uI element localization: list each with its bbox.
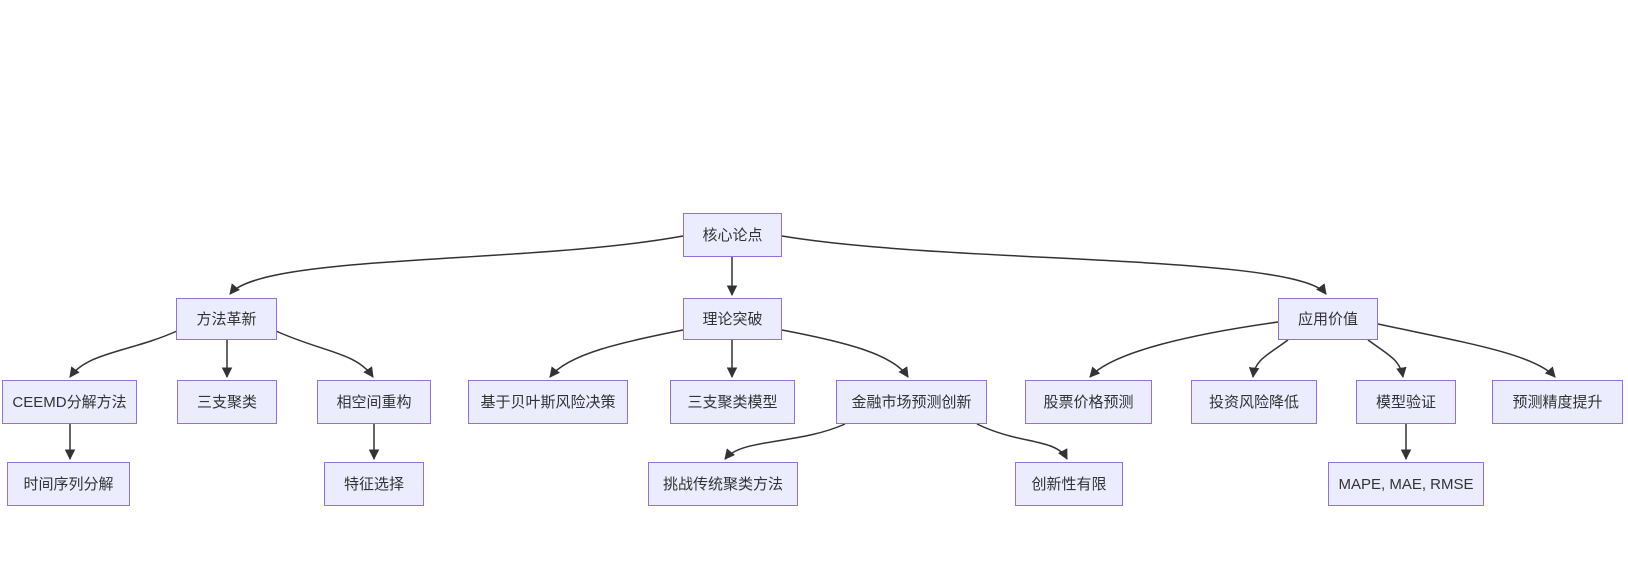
node-time-series: 时间序列分解 [7,462,130,506]
node-phase-space: 相空间重构 [317,380,431,424]
edge-theory-bayes [549,329,684,378]
node-theory: 理论突破 [683,298,782,340]
edge-finance-limited [976,423,1068,460]
node-label: 理论突破 [702,310,763,328]
node-three-way-model: 三支聚类模型 [670,380,795,424]
node-label: 预测精度提升 [1512,393,1603,411]
node-label: 股票价格预测 [1043,393,1134,411]
node-label: 模型验证 [1375,393,1436,411]
edge-application-validation [1367,339,1407,379]
node-ceemd: CEEMD分解方法 [2,380,137,424]
edge-root-application [781,235,1327,295]
node-label: 三支聚类 [196,393,257,411]
node-limited: 创新性有限 [1015,462,1123,506]
node-label: 金融市场预测创新 [851,393,972,411]
edge-application-accuracy [1377,323,1556,378]
node-metrics: MAPE, MAE, RMSE [1328,462,1484,506]
node-root: 核心论点 [683,213,782,257]
node-application: 应用价值 [1278,298,1378,340]
node-label: 特征选择 [343,475,404,493]
node-label: CEEMD分解方法 [12,393,127,411]
node-label: 应用价值 [1297,310,1358,328]
node-three-way: 三支聚类 [177,380,277,424]
edge-finance-challenge [724,423,846,460]
node-challenge: 挑战传统聚类方法 [648,462,798,506]
node-finance: 金融市场预测创新 [836,380,987,424]
node-label: 三支聚类模型 [687,393,778,411]
node-label: 挑战传统聚类方法 [662,475,783,493]
node-method: 方法革新 [176,298,277,340]
edge-method-ceemd [69,330,178,378]
node-validation: 模型验证 [1356,380,1456,424]
node-label: 时间序列分解 [23,475,114,493]
node-risk: 投资风险降低 [1191,380,1317,424]
edge-application-risk [1248,339,1289,379]
node-label: 创新性有限 [1031,475,1107,493]
node-label: 基于贝叶斯风险决策 [480,393,616,411]
node-label: 方法革新 [196,310,257,328]
edge-application-stock [1089,321,1279,378]
node-bayes: 基于贝叶斯风险决策 [468,380,628,424]
node-stock: 股票价格预测 [1025,380,1152,424]
node-accuracy: 预测精度提升 [1492,380,1623,424]
edge-root-method [229,235,684,295]
node-label: MAPE, MAE, RMSE [1338,475,1474,493]
edge-theory-finance [781,329,909,378]
node-feature: 特征选择 [324,462,424,506]
edge-method-phase-space [275,330,374,378]
node-label: 核心论点 [702,226,763,244]
node-label: 相空间重构 [336,393,412,411]
node-label: 投资风险降低 [1208,393,1299,411]
